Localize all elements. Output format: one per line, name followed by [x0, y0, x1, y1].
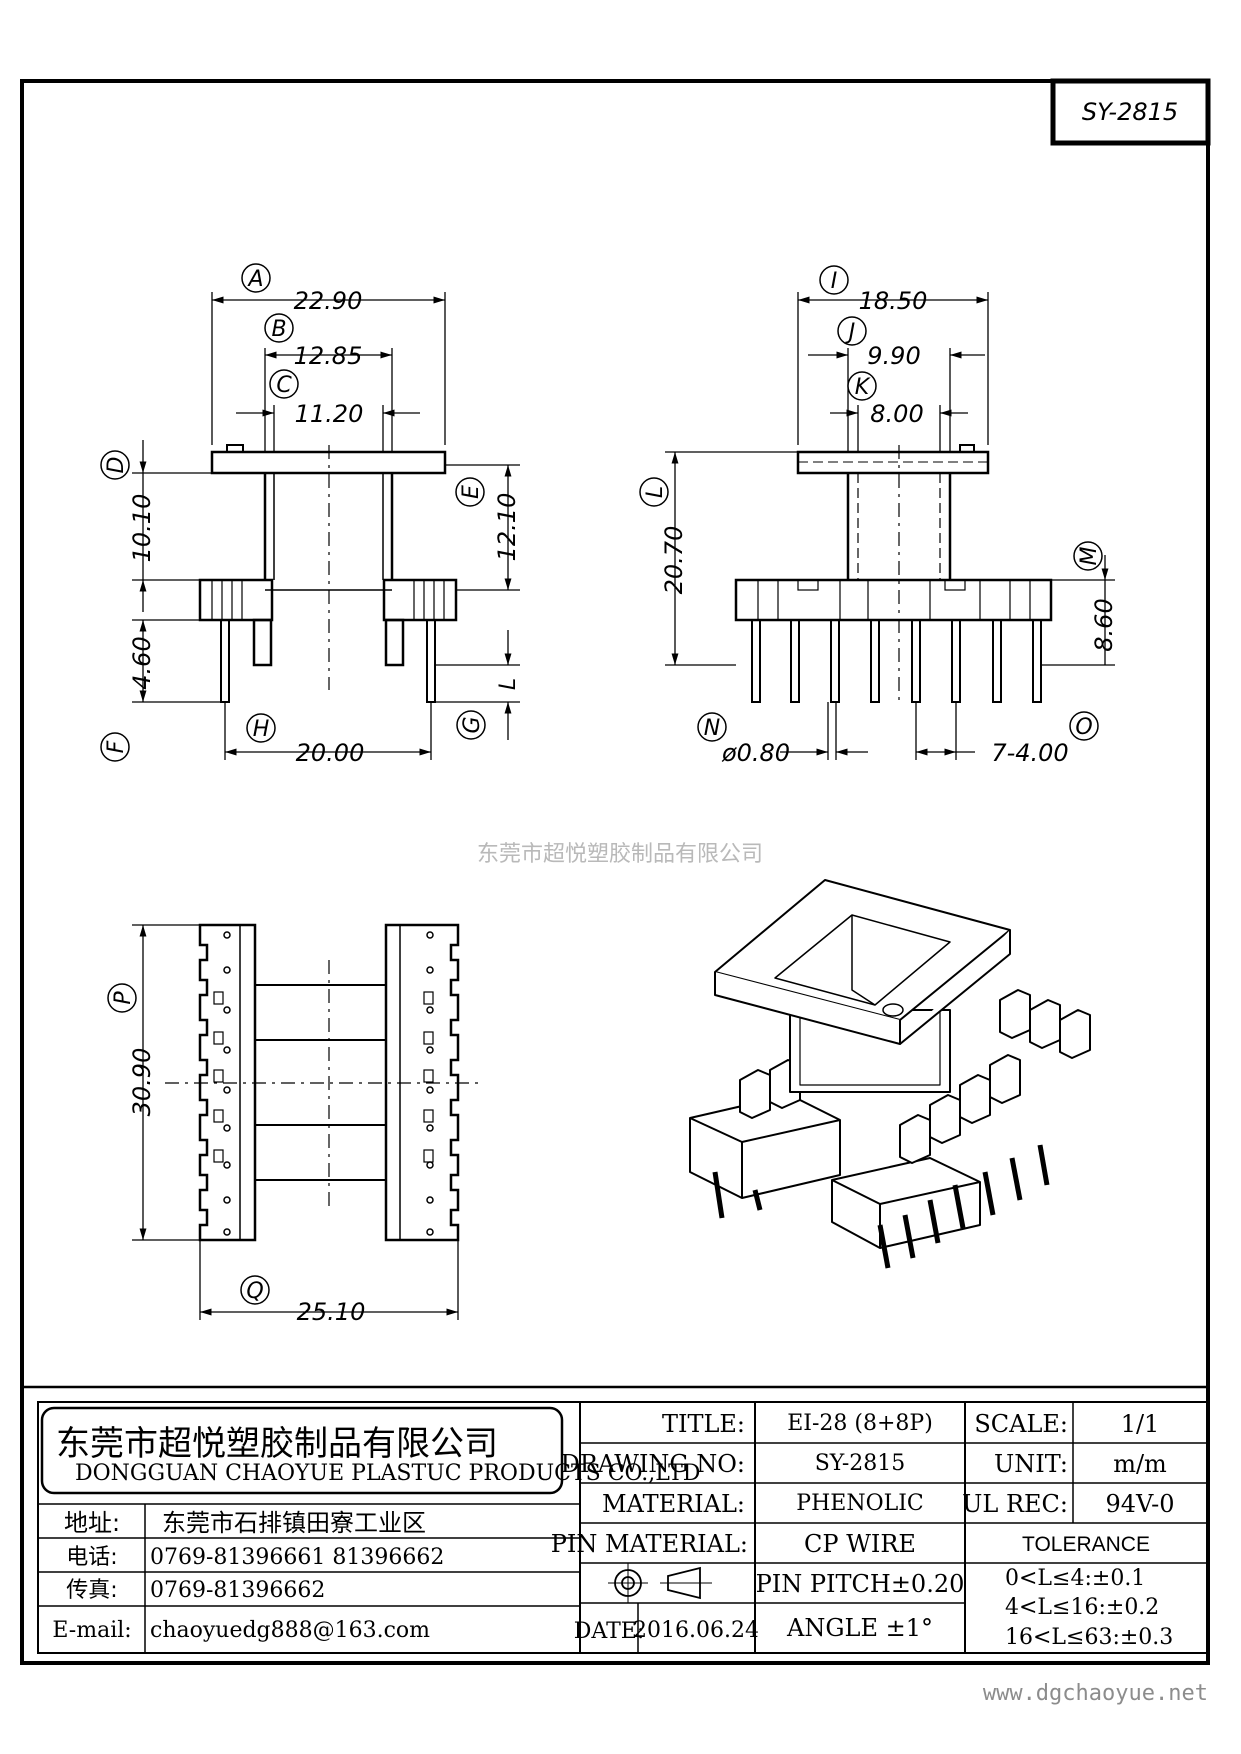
- dim-q: 25.10: [297, 1298, 366, 1326]
- scale-value: 1/1: [1121, 1410, 1160, 1438]
- side-view-dimensions: [665, 292, 1115, 760]
- front-view: [198, 444, 458, 703]
- label-d: D: [104, 457, 129, 474]
- dim-m: 8.60: [1090, 598, 1118, 651]
- dim-f: 4.60: [128, 636, 156, 689]
- label-p: P: [111, 991, 136, 1005]
- bottom-view-labels: P 30.90 Q 25.10: [107, 983, 366, 1326]
- angle-tolerance: ANGLE ±1°: [786, 1614, 933, 1642]
- ul-rec-value: 94V-0: [1105, 1490, 1174, 1518]
- unit-label: UNIT:: [994, 1450, 1068, 1478]
- label-j: J: [845, 320, 856, 345]
- drawing-no-label: DRAWING NO:: [561, 1450, 745, 1478]
- fax-label: 传真:: [66, 1578, 117, 1603]
- bottom-view-dimensions: [132, 924, 459, 1320]
- phone-label: 电话:: [66, 1545, 117, 1570]
- dim-j: 9.90: [867, 342, 920, 370]
- address-label: 地址:: [64, 1509, 120, 1537]
- label-a: A: [246, 267, 263, 292]
- pin-material-label: PIN MATERIAL:: [551, 1530, 748, 1558]
- company-name-en: DONGGUAN CHAOYUE PLASTUC PRODUCTS CO.,LT…: [75, 1461, 700, 1486]
- label-q: Q: [246, 1279, 263, 1304]
- side-view: [734, 444, 1053, 703]
- label-m: M: [1077, 546, 1102, 565]
- dim-n: ø0.80: [721, 739, 790, 767]
- isometric-view: [689, 879, 1091, 1269]
- website-url: www.dgchaoyue.net: [983, 1681, 1208, 1706]
- material-label: MATERIAL:: [602, 1490, 745, 1518]
- label-f: F: [104, 740, 129, 753]
- label-b: B: [271, 317, 286, 342]
- fax-value: 0769-81396662: [150, 1578, 325, 1603]
- tolerance-row-2: 4<L≤16:±0.2: [1005, 1595, 1159, 1620]
- title-value: EI-28 (8+8P): [787, 1411, 933, 1436]
- label-g: G: [460, 716, 485, 733]
- front-view-dimensions: [132, 292, 520, 760]
- dim-i: 18.50: [859, 287, 928, 315]
- dim-c: 11.20: [295, 400, 364, 428]
- date-value: 2016.06.24: [633, 1618, 759, 1643]
- email-label: E-mail:: [52, 1618, 131, 1643]
- title-block: 东莞市超悦塑胶制品有限公司 DONGGUAN CHAOYUE PLASTUC P…: [22, 1385, 1209, 1654]
- part-code-box: SY-2815: [1050, 78, 1211, 146]
- dim-p: 30.90: [128, 1048, 156, 1117]
- company-name-cn: 东莞市超悦塑胶制品有限公司: [56, 1424, 498, 1464]
- address-value: 东莞市石排镇田寮工业区: [162, 1509, 426, 1537]
- label-l-front: L: [496, 678, 521, 690]
- side-view-labels: I 18.50 J 9.90 K 8.00 L 20.70 M 8.60 N ø…: [639, 265, 1118, 767]
- tolerance-row-3: 16<L≤63:±0.3: [1005, 1625, 1173, 1650]
- sheet-border: [20, 79, 1210, 1665]
- label-c: C: [276, 373, 292, 398]
- bottom-view: [165, 923, 480, 1242]
- projection-symbol: [608, 1563, 712, 1603]
- title-label: TITLE:: [662, 1410, 745, 1438]
- dim-b: 12.85: [294, 342, 363, 370]
- tolerance-row-1: 0<L≤4:±0.1: [1005, 1566, 1145, 1591]
- part-code: SY-2815: [1082, 98, 1178, 126]
- front-view-labels: A 22.90 B 12.85 C 11.20 D 10.10 F 4.60 E…: [100, 263, 521, 767]
- date-label: DATE:: [574, 1619, 644, 1644]
- ul-rec-label: UL REC:: [962, 1490, 1068, 1518]
- label-n: N: [704, 716, 720, 741]
- label-l-side: L: [643, 486, 668, 498]
- dim-d: 10.10: [128, 494, 156, 563]
- dim-e: 12.10: [493, 493, 521, 562]
- label-h: H: [253, 717, 270, 742]
- label-i: I: [831, 269, 838, 294]
- unit-value: m/m: [1113, 1450, 1167, 1478]
- email-value: chaoyuedg888@163.com: [150, 1618, 430, 1643]
- scale-label: SCALE:: [974, 1410, 1068, 1438]
- dim-h: 20.00: [296, 739, 365, 767]
- dim-a: 22.90: [294, 287, 363, 315]
- dim-o: 7-4.00: [991, 739, 1068, 767]
- label-k: K: [855, 375, 871, 400]
- drawing-no-value: SY-2815: [815, 1451, 906, 1476]
- watermark-company: 东莞市超悦塑胶制品有限公司: [477, 842, 763, 867]
- dim-l: 20.70: [660, 526, 688, 595]
- pin-material-value: CP WIRE: [804, 1530, 916, 1558]
- label-e: E: [459, 485, 484, 499]
- pin-pitch: PIN PITCH±0.20: [756, 1570, 965, 1598]
- phone-value: 0769-81396661 81396662: [150, 1545, 444, 1570]
- tolerance-label: TOLERANCE: [1022, 1533, 1150, 1556]
- dim-k: 8.00: [870, 400, 923, 428]
- label-o: O: [1075, 715, 1092, 740]
- material-value: PHENOLIC: [796, 1491, 923, 1516]
